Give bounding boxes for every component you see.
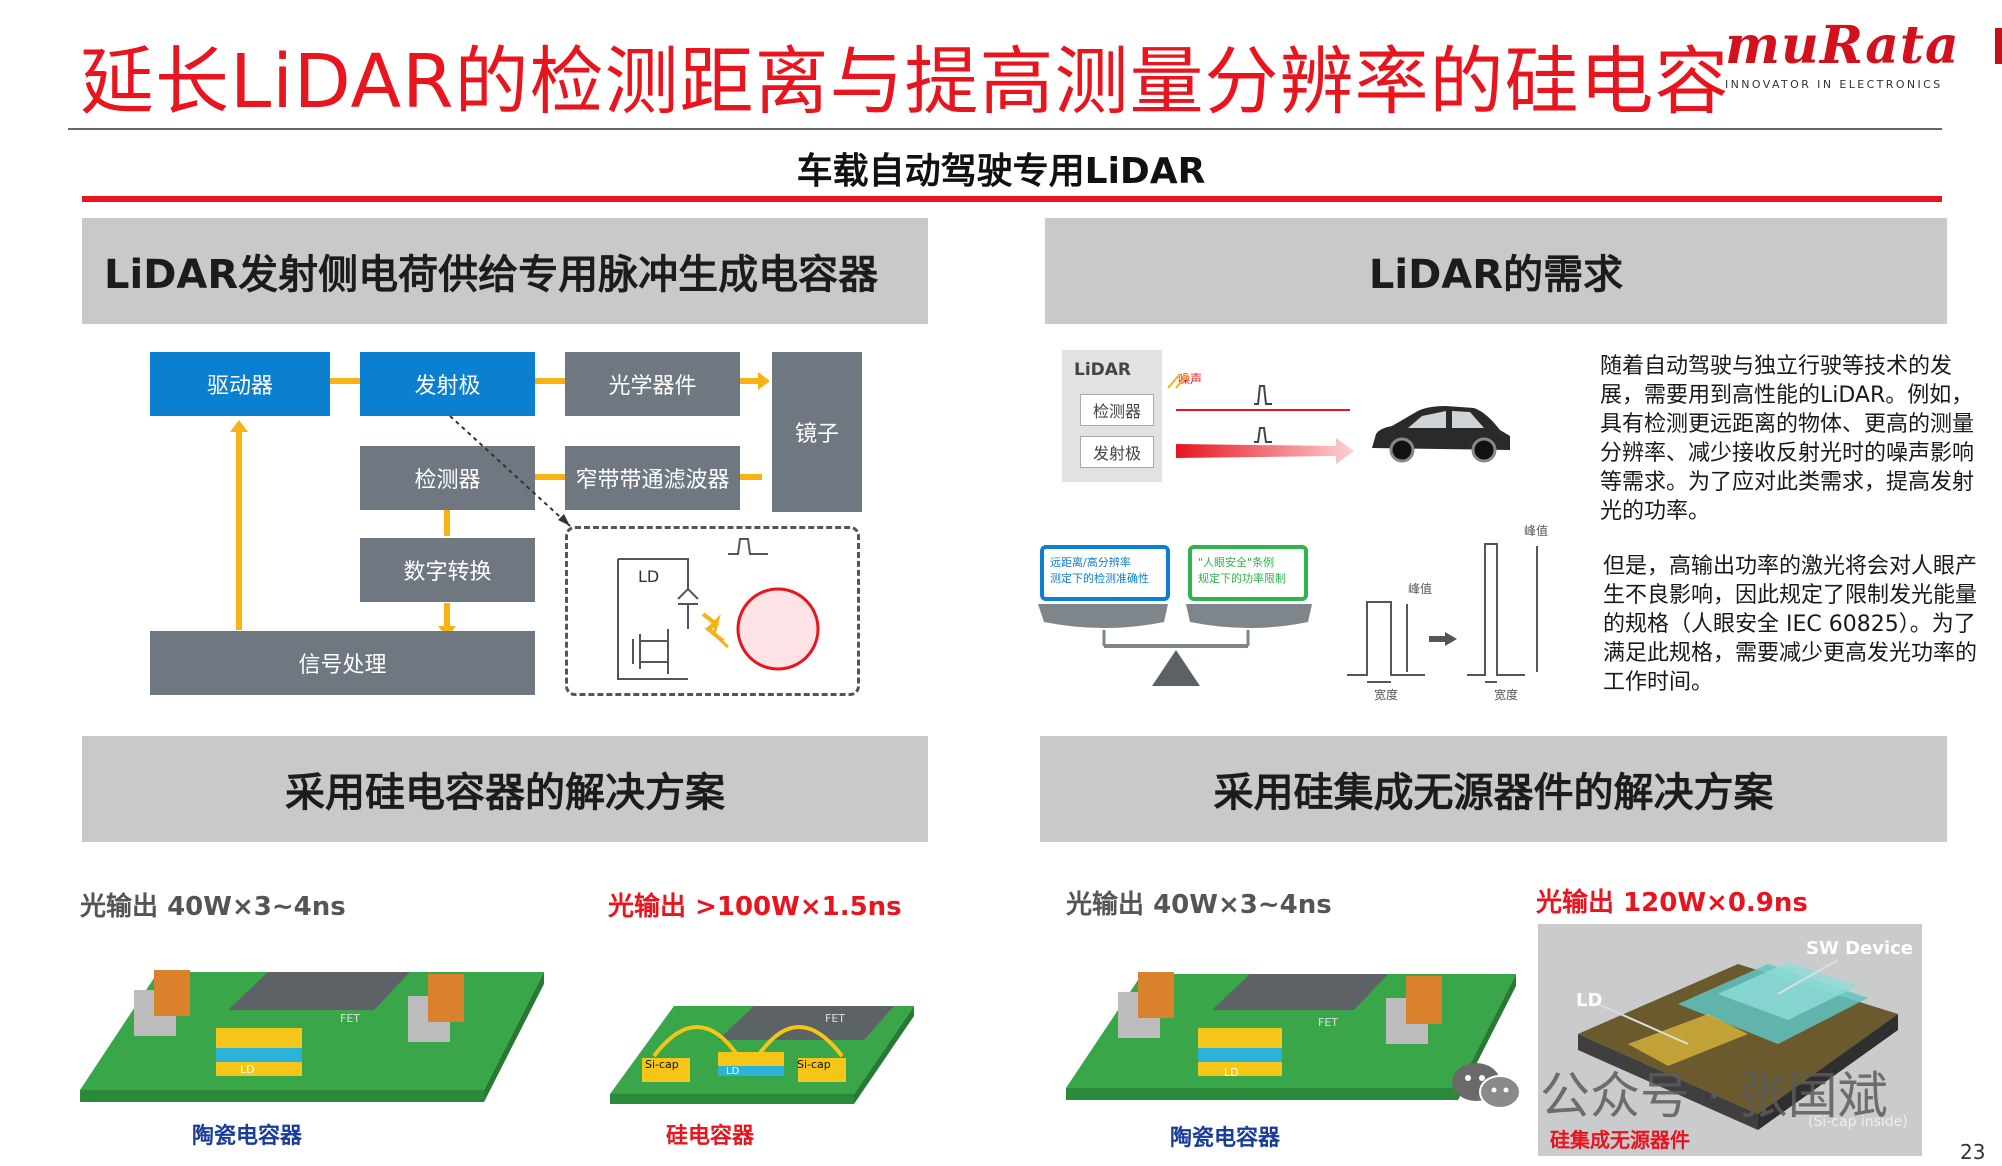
spec-ceramic-right: 光输出 40W×3~4ns [1066, 884, 1332, 921]
fet-label-c: FET [1318, 1016, 1338, 1029]
ceramic-capacitor-board-illustration [78, 950, 548, 1120]
needs-paragraph-1: 随着自动驾驶与独立行驶等技术的发展，需要用到高性能的LiDAR。例如，具有检测更… [1600, 352, 1988, 526]
caption-ceramic-right: 陶瓷电容器 [1170, 1120, 1280, 1152]
spec-value: 40W×3~4ns [167, 892, 346, 922]
ld-label-d: LD [1576, 990, 1602, 1011]
spec-si-capacitor: 光输出 >100W×1.5ns [608, 886, 902, 923]
section-header-lidar-needs: LiDAR的需求 [1045, 218, 1947, 324]
bubble-eye-safety: "人眼安全"条例 规定下的功率限制 [1188, 545, 1308, 601]
peak-label-low: 峰值 [1408, 580, 1432, 597]
caption-ceramic-left: 陶瓷电容器 [192, 1118, 302, 1150]
watermark-text: 公众号 · 张国斌 [1540, 1056, 1888, 1128]
ld-circuit-callout: LD [565, 526, 860, 696]
fet-label-b: FET [825, 1012, 845, 1025]
lidar-block-diagram: 驱动器 发射极 光学器件 镜子 检测器 窄带带通滤波器 数字转换 信号处理 [150, 348, 870, 703]
murata-logo: muRata INNOVATOR IN ELECTRONICS [1725, 20, 1950, 91]
section-header-si-ipd-solution: 采用硅集成无源器件的解决方案 [1040, 736, 1947, 842]
lidar-unit-label: LiDAR [1074, 360, 1131, 380]
wechat-icon [1448, 1058, 1526, 1112]
si-cap-label-left: Si-cap [645, 1058, 679, 1071]
needs-paragraph-2: 但是，高输出功率的激光将会对人眼产生不良影响，因此规定了限制发光能量的规格（人眼… [1603, 552, 1988, 697]
ld-label-c: LD [1224, 1066, 1239, 1079]
ld-driver-circuit-icon [568, 529, 858, 694]
lidar-detector-label: 检测器 [1080, 394, 1154, 426]
bubble-range-resolution: 远距离/高分辨率 测定下的检测准确性 [1040, 545, 1170, 601]
section-header-pulse-capacitor: LiDAR发射侧电荷供给专用脉冲生成电容器 [82, 218, 928, 324]
logo-wordmark: muRata [1725, 20, 1950, 72]
caption-si-capacitor: 硅电容器 [666, 1118, 754, 1150]
subtitle-red-rule [82, 196, 1942, 202]
spec-value: >100W×1.5ns [695, 892, 902, 922]
caption-si-ipd: 硅集成无源器件 [1550, 1124, 1690, 1153]
logo-tagline: INNOVATOR IN ELECTRONICS [1725, 78, 1950, 91]
slide-subtitle: 车载自动驾驶专用LiDAR [0, 142, 2002, 194]
spec-si-ipd: 光输出 120W×0.9ns [1536, 882, 1808, 919]
spec-value: 120W×0.9ns [1623, 888, 1808, 918]
spec-label: 光输出 [80, 892, 158, 922]
page-number: 23 [1960, 1140, 1985, 1164]
pulse-width-peak-chart [1345, 520, 1565, 700]
ld-label: LD [638, 567, 659, 586]
width-label-narrow: 宽度 [1494, 686, 1518, 703]
lidar-emitter-label: 发射极 [1080, 436, 1154, 468]
spec-ceramic-left: 光输出 40W×3~4ns [80, 886, 346, 923]
spec-label: 光输出 [1066, 890, 1144, 920]
balance-scale-icon [1036, 600, 1316, 690]
si-cap-label-right: Si-cap [797, 1058, 831, 1071]
car-icon [1366, 398, 1516, 468]
peak-label-high: 峰值 [1524, 522, 1548, 539]
spec-value: 40W×3~4ns [1153, 890, 1332, 920]
spec-label: 光输出 [1536, 888, 1614, 918]
lidar-unit-box: LiDAR 检测器 发射极 [1062, 350, 1162, 482]
spec-label: 光输出 [608, 892, 686, 922]
width-label-wide: 宽度 [1374, 686, 1398, 703]
sw-device-label: SW Device [1806, 938, 1913, 959]
header-divider [68, 128, 1942, 130]
section-header-si-capacitor-solution: 采用硅电容器的解决方案 [82, 736, 928, 842]
ld-label-a: LD [240, 1063, 255, 1076]
fet-label-a: FET [340, 1012, 360, 1025]
page-title: 延长LiDAR的检测距离与提高测量分辨率的硅电容 [80, 22, 1730, 129]
edge-marker [1995, 28, 2002, 64]
ld-label-b: LD [726, 1066, 739, 1077]
si-capacitor-board-illustration [608, 998, 918, 1108]
